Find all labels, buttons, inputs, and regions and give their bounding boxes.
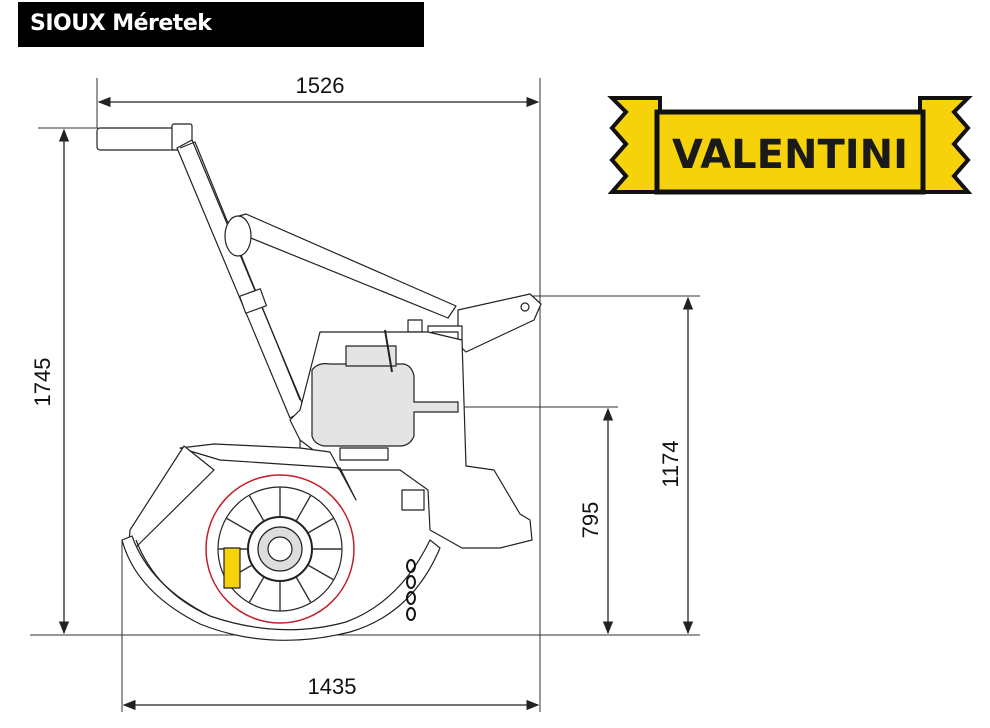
- page-title: SIOUX Méretek: [30, 11, 212, 36]
- steering-arm: [176, 139, 306, 419]
- dim-overall-height: 1745: [30, 358, 55, 407]
- valentini-logo: VALENTINI: [607, 96, 973, 195]
- logo-banner: [654, 109, 926, 195]
- title-bar: SIOUX Méretek: [18, 2, 424, 47]
- chain: [406, 559, 416, 621]
- dim-overall-length: 1526: [296, 73, 345, 98]
- rotor-blades: [218, 487, 342, 611]
- hitch-bracket: [457, 293, 542, 353]
- rotor-housing-bottom: [121, 535, 441, 641]
- dim-base-length: 1435: [308, 674, 357, 699]
- dim-hitch-height: 1174: [658, 440, 683, 487]
- rotor-housing-top: [179, 443, 357, 501]
- side-plate: [127, 445, 215, 556]
- machine-drawing: [96, 123, 542, 641]
- extension-lines: [30, 78, 700, 712]
- dim-pto-height: 795: [578, 502, 603, 539]
- logo-ribbon-right: [918, 96, 973, 194]
- gearbox: [311, 363, 459, 447]
- logo-ribbon-left: [607, 96, 662, 194]
- logo-wordmark: VALENTINI: [672, 132, 908, 178]
- handle-grip: [96, 127, 178, 151]
